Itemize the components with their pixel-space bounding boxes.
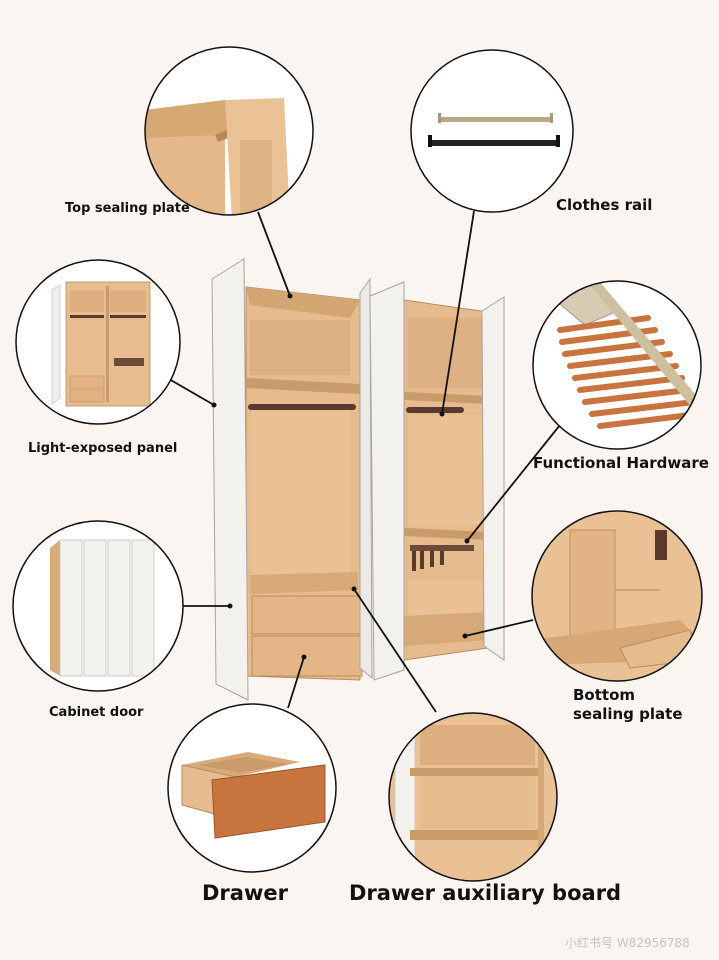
label-top-sealing-plate: Top sealing plate	[65, 201, 190, 216]
right-hanging-rail	[406, 407, 464, 413]
detail-top-sealing-plate	[144, 46, 314, 216]
right-door	[481, 296, 505, 661]
leader-lines	[168, 210, 561, 713]
label-cabinet-door: Cabinet door	[49, 705, 144, 720]
main-wardrobe	[211, 258, 505, 701]
left-hanging-rail	[248, 404, 356, 410]
label-bottom-sealing-plate-line2: sealing plate	[573, 705, 683, 723]
detail-cabinet-door	[12, 520, 184, 692]
label-drawer-auxiliary-board: Drawer auxiliary board	[349, 881, 622, 905]
label-bottom-sealing-plate-line1: Bottom	[573, 686, 636, 704]
trouser-rack	[410, 545, 474, 571]
watermark: 小红书号 W82956788	[565, 936, 690, 950]
detail-clothes-rail	[410, 49, 574, 213]
label-drawer: Drawer	[202, 881, 288, 905]
middle-door	[369, 281, 405, 681]
detail-functional-hardware	[532, 280, 702, 450]
detail-drawer	[167, 703, 337, 873]
detail-bottom-sealing-plate	[531, 510, 703, 682]
left-door	[211, 258, 249, 701]
label-clothes-rail: Clothes rail	[556, 196, 653, 214]
label-functional-hardware: Functional Hardware	[533, 454, 709, 472]
detail-drawer-auxiliary-board	[388, 712, 558, 882]
detail-light-exposed-panel	[15, 259, 181, 425]
label-light-exposed-panel: Light-exposed panel	[28, 441, 178, 456]
